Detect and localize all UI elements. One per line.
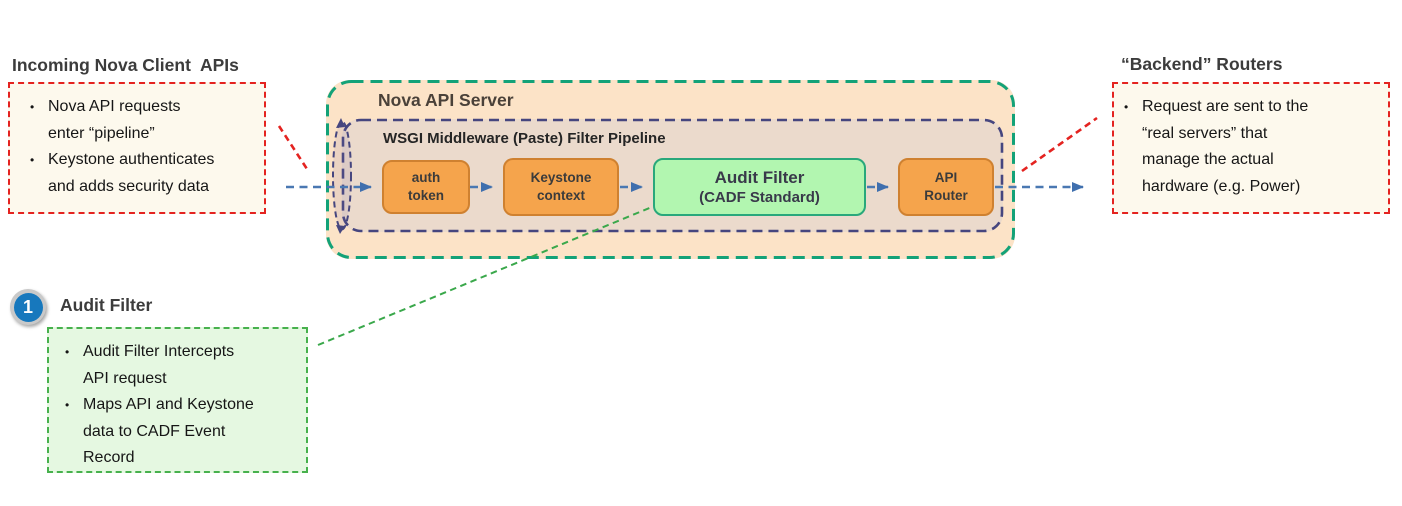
list-item: • Audit Filter Intercepts API request [65,339,298,392]
list-item: • Keystone authenticates and adds securi… [30,147,256,200]
list-item: • Request are sent to the “real servers”… [1124,94,1380,200]
bullet-icon: • [1124,100,1129,114]
wsgi-pipeline-title: WSGI Middleware (Paste) Filter Pipeline [383,130,666,147]
leader-line-audit [317,196,677,346]
ellipse-arrow-bottom [336,225,345,234]
audit-filter-box: Audit Filter (CADF Standard) [653,158,866,216]
bullet-icon: • [30,153,35,167]
keystone-context-filter: Keystone context [503,158,619,216]
list-item: • Nova API requests enter “pipeline” [30,94,256,147]
pipeline-ellipse [332,120,352,231]
incoming-apis-note: • Nova API requests enter “pipeline” • K… [8,82,266,214]
step-1-badge: 1 [10,289,46,325]
nova-server-border [326,80,1015,259]
incoming-apis-heading: Incoming Nova Client APIs [12,55,239,75]
audit-filter-heading: Audit Filter [60,295,153,315]
leader-line-incoming [277,125,309,170]
step-1-number: 1 [13,292,43,322]
bullet-icon: • [65,398,70,412]
bullet-icon: • [65,345,70,359]
auth-token-filter: auth token [382,160,470,214]
bullet-icon: • [30,100,35,114]
ellipse-arrow-top [336,118,345,128]
list-item: • Maps API and Keystone data to CADF Eve… [65,392,298,472]
wsgi-pipeline-border [341,118,1004,233]
leader-line-backend [1021,116,1098,173]
backend-routers-heading: “Backend” Routers [1121,54,1283,74]
backend-routers-note: • Request are sent to the “real servers”… [1112,82,1390,214]
audit-filter-note: • Audit Filter Intercepts API request • … [47,327,308,473]
api-router-box: API Router [898,158,994,216]
nova-api-server-title: Nova API Server [378,90,514,110]
